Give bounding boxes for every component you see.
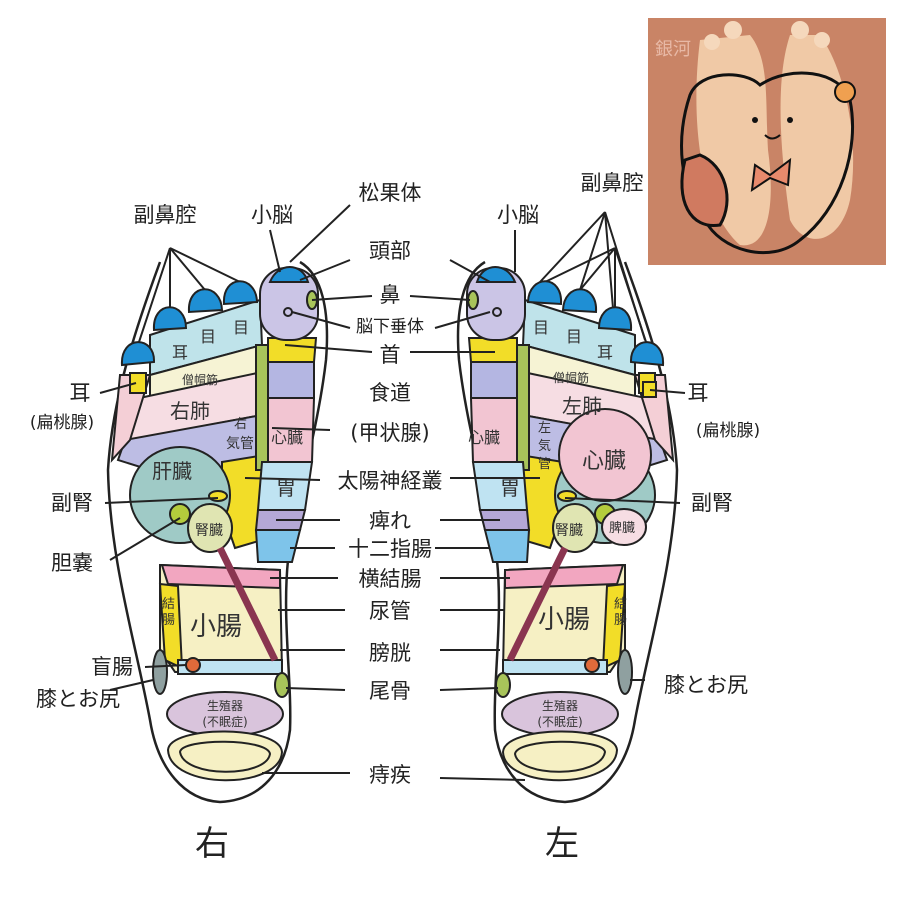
label-appendix: 盲腸	[91, 655, 133, 679]
label-head: 頭部	[369, 239, 411, 263]
inset-photo: 銀河	[648, 18, 886, 265]
label-tonsil: (扁桃腺)	[696, 421, 760, 441]
label-gallbladder: 胆嚢	[51, 551, 93, 575]
zone-bronchus: 左	[538, 421, 551, 436]
label-ureter: 尿管	[369, 599, 411, 623]
inset-watermark: 銀河	[655, 39, 691, 60]
label-cerebellum: 小脳	[251, 203, 293, 227]
leader-lines	[99, 204, 686, 781]
left-foot-caption: 左	[545, 824, 579, 864]
zone-trapezius: 僧帽筋	[553, 370, 589, 385]
label-nose: 鼻	[380, 283, 401, 307]
zone-genitals: 生殖器	[207, 698, 243, 713]
left-foot-organs	[558, 381, 657, 546]
label-bladder: 膀胱	[369, 641, 411, 665]
label-hemorrhoids: 痔疾	[369, 763, 411, 787]
zone-eye: 目	[533, 318, 549, 337]
zone-eye: 目	[233, 318, 249, 337]
right-foot-caption: 右	[195, 824, 229, 864]
label-esophagus: 食道	[369, 381, 411, 405]
zone-stomach: 胃	[276, 476, 296, 500]
label-transverse-colon: 横結腸	[359, 567, 422, 591]
label-pineal: 松果体	[359, 181, 422, 205]
zone-heart: 心臓	[582, 449, 626, 474]
label-knee-hip: 膝とお尻	[36, 687, 120, 711]
zone-liver: 肝臓	[152, 459, 192, 483]
label-numbness: 痺れ	[369, 509, 411, 533]
zone-eye: 目	[566, 327, 582, 346]
zone-genitals: 生殖器	[542, 698, 578, 713]
left-foot-zones: 耳 目 目 僧帽筋 左肺 左 気 管 心臓 心臓 胃 腎臓 脾臓 結 腸 小腸 …	[468, 318, 635, 729]
zone-small-intestine: 小腸	[538, 605, 590, 635]
label-solar-plexus: 太陽神経叢	[338, 469, 443, 493]
label-duodenum: 十二指腸	[348, 537, 432, 561]
right-foot-labels: 副鼻腔 小脳 耳 (扁桃腺) 副腎 胆嚢 盲腸 膝とお尻 右	[30, 203, 293, 864]
zone-kidney: 腎臓	[195, 523, 223, 539]
label-coccyx: 尾骨	[369, 679, 411, 703]
zone-small-intestine: 小腸	[190, 612, 242, 642]
zone-eye: 目	[200, 327, 216, 346]
zone-heart: 心臓	[271, 428, 303, 447]
label-pituitary: 脳下垂体	[356, 317, 424, 337]
label-neck: 首	[380, 343, 401, 367]
label-adrenal: 副腎	[691, 491, 733, 515]
zone-colon: 腸	[162, 613, 175, 628]
label-ear: 耳	[70, 381, 91, 405]
label-adrenal: 副腎	[51, 491, 93, 515]
label-knee-hip: 膝とお尻	[664, 673, 748, 697]
zone-trapezius: 僧帽筋	[182, 372, 218, 387]
zone-insomnia: (不眠症)	[202, 714, 247, 729]
zone-lung: 左肺	[562, 394, 602, 418]
zone-kidney: 腎臓	[555, 523, 583, 539]
label-sinus: 副鼻腔	[134, 203, 197, 227]
zone-colon: 腸	[614, 613, 627, 628]
zone-heart-small: 心臓	[468, 428, 500, 447]
ear-tonsil-zone	[642, 381, 657, 398]
left-foot-labels: 副鼻腔 小脳 耳 (扁桃腺) 副腎 膝とお尻 左	[497, 171, 760, 864]
zone-bronchus: 右	[234, 417, 247, 432]
zone-stomach: 胃	[500, 476, 520, 500]
center-labels: 松果体 頭部 鼻 脳下垂体 首 食道 (甲状腺) 太陽神経叢 痺れ 十二指腸 横…	[338, 181, 443, 787]
heart-zone	[558, 408, 652, 502]
zone-bronchus: 管	[538, 457, 551, 472]
zone-spleen: 脾臓	[609, 521, 635, 536]
zone-insomnia: (不眠症)	[537, 714, 582, 729]
zone-ear: 耳	[597, 343, 613, 362]
spleen-zone	[601, 508, 647, 546]
label-cerebellum: 小脳	[497, 203, 539, 227]
zone-lung: 右肺	[170, 399, 210, 423]
label-thyroid: (甲状腺)	[350, 421, 429, 445]
zone-ear: 耳	[172, 343, 188, 362]
label-sinus: 副鼻腔	[581, 171, 644, 195]
zone-colon: 結	[614, 597, 627, 612]
label-tonsil: (扁桃腺)	[30, 413, 94, 433]
zone-bronchus: 気管	[226, 436, 254, 452]
zone-bronchus: 気	[538, 438, 551, 454]
label-ear: 耳	[688, 381, 709, 405]
right-foot-zones: 耳 目 目 僧帽筋 右肺 右 気管 心臓 肝臓 胃 腎臓 結 腸 小腸 生殖器 …	[152, 318, 303, 729]
zone-colon: 結	[162, 597, 175, 612]
